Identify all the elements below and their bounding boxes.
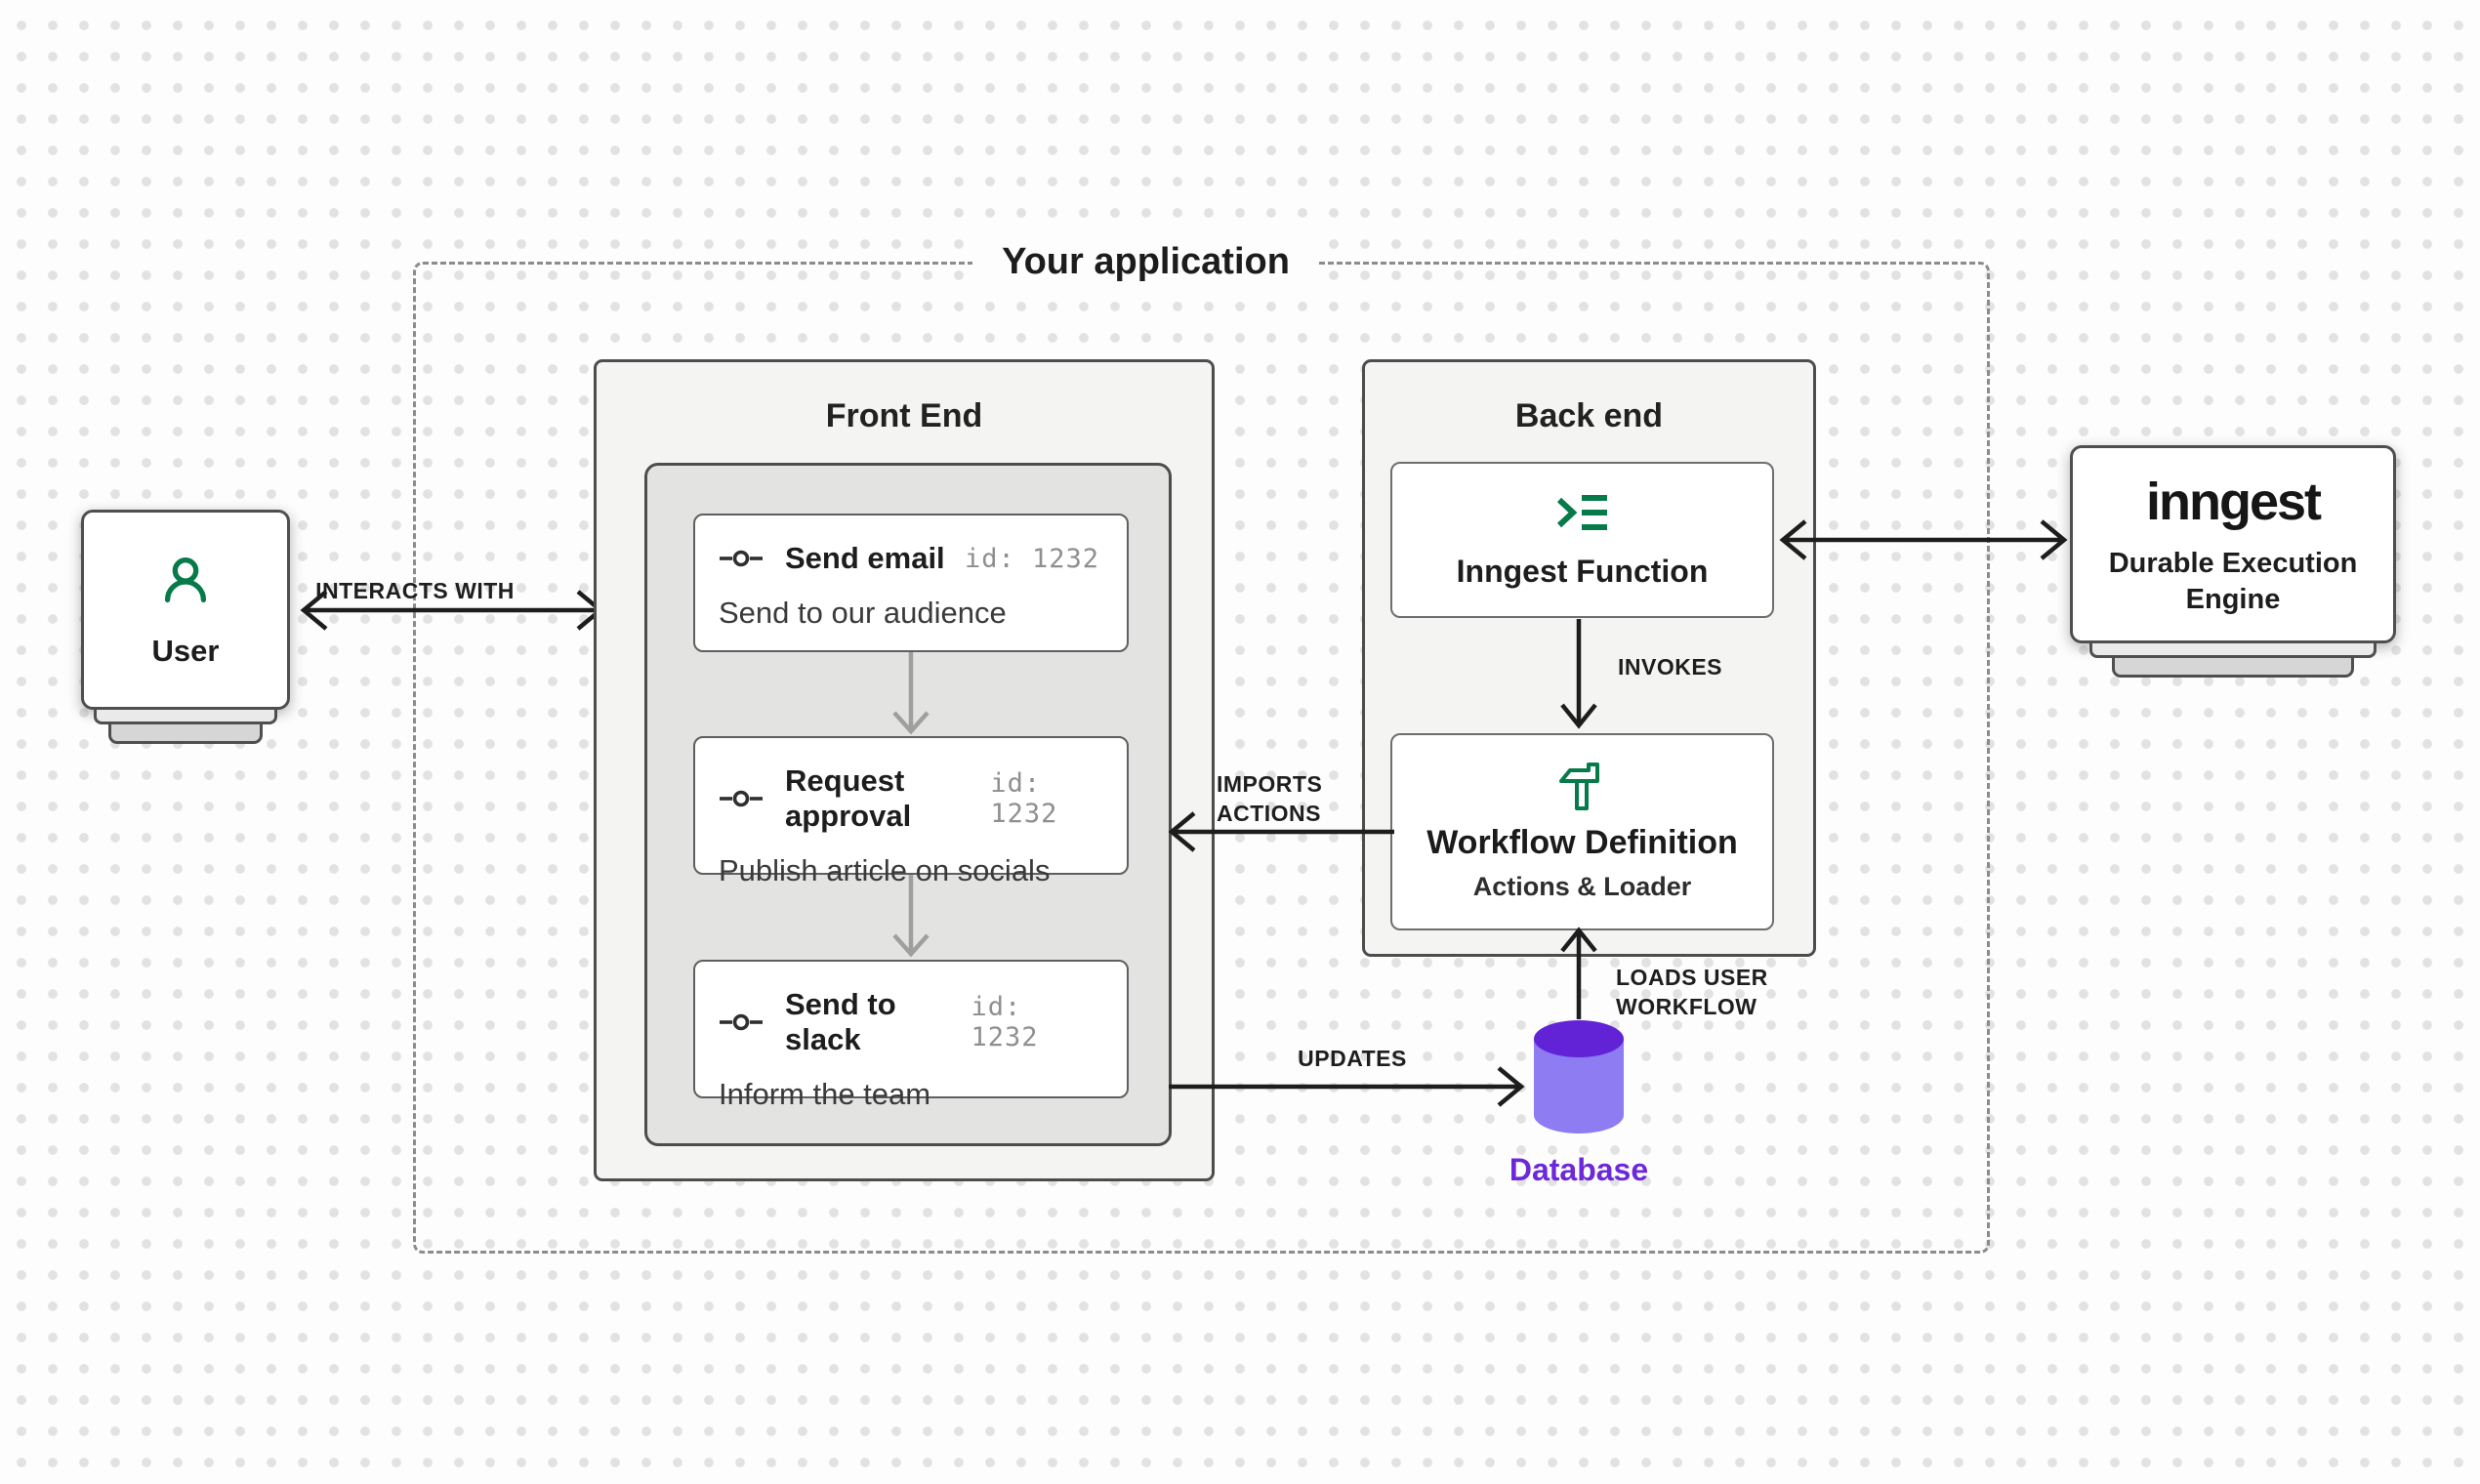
step-description: Inform the team [719,1077,931,1111]
commit-icon [719,1012,764,1032]
stack-layer [107,724,264,744]
user-label: User [151,633,220,668]
workflow-definition-subtitle: Actions & Loader [1472,872,1692,901]
step-description: Publish article on socials [719,853,1051,887]
user-node: User [81,510,290,744]
step-card-send-email: Send email id: 1232 Send to our audience [693,514,1129,652]
invokes-label: INVOKES [1618,654,1723,680]
inngest-engine-card: inngest Durable Execution Engine [2070,445,2396,643]
step-card-send-to-slack: Send to slack id: 1232 Inform the team [693,960,1129,1111]
backend-title: Back end [1514,397,1664,434]
application-title-row: Your application [357,236,1934,287]
workflow-definition-title: Workflow Definition [1426,824,1738,861]
step-title: Request approval [785,763,912,833]
step-title: Send to slack [785,987,896,1056]
stack-layer [2089,643,2377,658]
engine-card-stack [2070,643,2396,678]
step-title: Send email [785,541,945,575]
workflow-definition-card: Workflow Definition Actions & Loader [1390,733,1774,930]
inngest-engine-node: inngest Durable Execution Engine [2070,445,2396,678]
invokes-arrow [1560,619,1597,729]
terminal-list-icon [1554,491,1611,534]
updates-arrow [1169,1066,1525,1107]
interacts-with-label: INTERACTS WITH [315,578,515,603]
frontend-box: Front End Send email id: 1232 Send to ou… [594,359,1215,1181]
inngest-function-card: Inngest Function [1390,462,1774,618]
step-flow-arrow [892,875,930,958]
loads-user-workflow-arrow [1560,927,1597,1019]
hammer-icon [1557,762,1608,814]
frontend-title: Front End [825,397,983,434]
updates-label: UPDATES [1298,1046,1407,1071]
database-icon [1530,1017,1628,1140]
step-flow-arrow [892,652,930,735]
database-label: Database [1509,1152,1649,1187]
imports-actions-arrow [1168,811,1394,852]
engine-sync-arrow [1779,519,2068,560]
step-id: id: 1232 [964,543,1099,574]
commit-icon [719,789,764,808]
workflow-steps-panel: Send email id: 1232 Send to our audience [644,463,1172,1146]
inngest-logo: inngest [2145,473,2322,532]
step-description: Send to our audience [719,596,1007,630]
stack-layer [2112,658,2354,678]
imports-actions-label: IMPORTS ACTIONS [1217,771,1323,826]
stack-layer [93,710,278,724]
user-card-stack [81,710,290,744]
user-card: User [81,510,290,710]
commit-icon [719,549,764,568]
inngest-function-label: Inngest Function [1456,553,1709,589]
interacts-with-arrow [300,590,604,631]
application-title: Your application [972,236,1319,287]
loads-user-workflow-label: LOADS USER WORKFLOW [1616,965,1768,1019]
user-icon [155,552,216,612]
step-id: id: 1232 [990,768,1058,829]
step-card-request-approval: Request approval id: 1232 Publish articl… [693,736,1129,887]
step-id: id: 1232 [971,992,1039,1052]
inngest-engine-subtitle: Durable Execution Engine [2108,548,2358,615]
backend-box: Back end Inngest Function Workflow Defin… [1362,359,1816,957]
